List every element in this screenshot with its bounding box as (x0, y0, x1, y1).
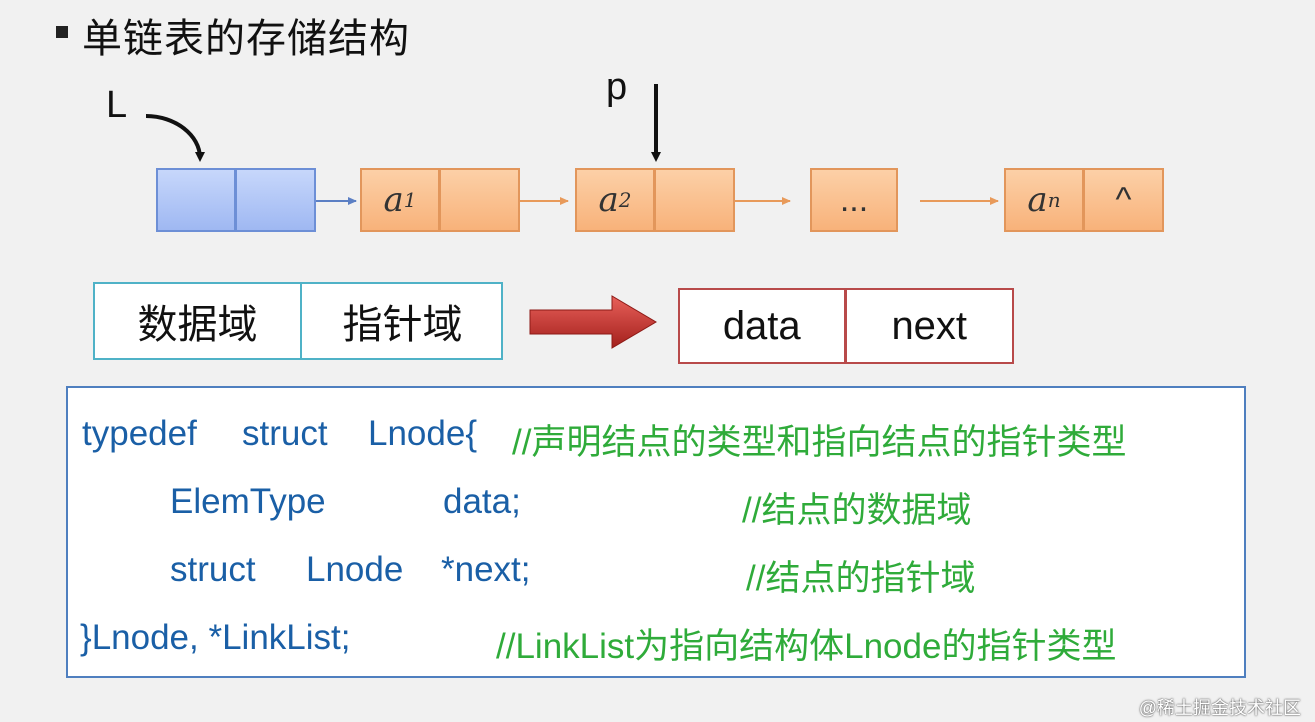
code-lnode-open: Lnode{ (368, 414, 478, 453)
pointer-field-label: 指针域 (342, 303, 463, 347)
node-ellipsis-cell: ... (810, 168, 898, 232)
node-a2-sub: 2 (618, 188, 632, 212)
node-a1-sub: 1 (403, 188, 417, 212)
code-box (66, 386, 1246, 678)
bullet-icon (56, 26, 68, 38)
code-comment-line4: //LinkList为指向结构体Lnode的指针类型 (496, 627, 1117, 666)
data-field-label: 数据域 (95, 284, 302, 358)
code-comment-line3: //结点的指针域 (746, 559, 976, 598)
code-lnode-member: Lnode (306, 550, 404, 589)
slide-title: 单链表的存储结构 (82, 17, 410, 61)
struct-field-data: data (680, 290, 847, 362)
struct-fields-box: data next (678, 288, 1014, 364)
node-an-null-cell: ^ (1084, 168, 1164, 232)
head-node (156, 168, 316, 232)
code-comment-line1: //声明结点的类型和指向结点的指针类型 (512, 423, 1127, 462)
code-struct-keyword: struct (242, 414, 328, 453)
struct-field-next: next (891, 303, 968, 348)
node-a2-base: a (598, 180, 619, 220)
pointer-label-p: p (606, 66, 628, 108)
code-typedef: typedef (82, 414, 197, 453)
node-a1-base: a (383, 180, 404, 220)
L-pointer-arrow (145, 114, 205, 162)
head-node-next-cell (236, 168, 316, 232)
node-a1-next-cell (440, 168, 520, 232)
pointer-label-L: L (106, 84, 128, 126)
node-ellipsis: ... (810, 168, 898, 232)
node-a2-next-cell (655, 168, 735, 232)
node-an-base: a (1027, 180, 1048, 220)
code-comment-line2: //结点的数据域 (742, 491, 972, 530)
code-elemtype: ElemType (170, 482, 326, 521)
code-typedef-close: }Lnode, *LinkList; (80, 618, 351, 657)
node-an-sub: n (1047, 188, 1061, 212)
head-node-data-cell (156, 168, 236, 232)
code-data-member: data; (443, 482, 521, 521)
code-next-member: *next; (441, 550, 531, 589)
field-description-box: 数据域 指针域 (93, 282, 503, 360)
code-struct-member: struct (170, 550, 256, 589)
watermark: @稀土掘金技术社区 (1138, 698, 1301, 718)
red-block-arrow (529, 295, 657, 349)
